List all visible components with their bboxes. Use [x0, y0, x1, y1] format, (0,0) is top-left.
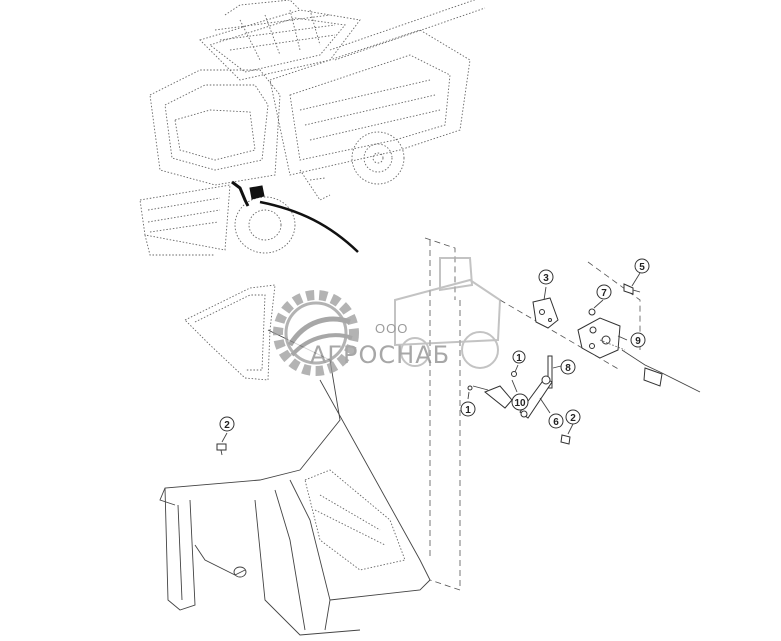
combine-harvester-overview — [139, 0, 486, 256]
callout-3: 3 — [538, 269, 554, 285]
callout-10: 10 — [511, 393, 529, 411]
callout-5: 5 — [634, 258, 650, 274]
callout-6: 6 — [548, 413, 564, 429]
callout-5-label: 5 — [639, 262, 645, 273]
callout-9: 9 — [630, 332, 646, 348]
watermark-small-text: ООО — [375, 321, 408, 336]
callout-8: 8 — [560, 359, 576, 375]
linkage-hardware — [221, 272, 701, 445]
callout-1-lower-label: 1 — [465, 405, 471, 416]
callout-9-label: 9 — [635, 336, 641, 347]
callout-2-right-label: 2 — [570, 413, 576, 424]
callout-7: 7 — [596, 284, 612, 300]
gear-logo-icon — [273, 290, 359, 376]
callout-2-right: 2 — [565, 409, 581, 425]
watermark-brand-text: АГРОСНАБ — [310, 341, 450, 369]
callout-1-upper-label: 1 — [516, 353, 522, 364]
tractor-watermark-icon — [394, 257, 502, 369]
callout-2-left: 2 — [219, 416, 235, 432]
callout-2-left-label: 2 — [224, 420, 230, 431]
callout-1-upper: 1 — [512, 350, 526, 364]
agrosnab-watermark: ООО АГРОСНАБ — [273, 257, 502, 376]
callout-8-label: 8 — [565, 363, 571, 374]
callout-6-label: 6 — [553, 417, 559, 428]
callout-10-label: 10 — [514, 398, 526, 409]
callout-1-lower: 1 — [460, 401, 476, 417]
callout-3-label: 3 — [543, 273, 549, 284]
callout-7-label: 7 — [601, 288, 607, 299]
